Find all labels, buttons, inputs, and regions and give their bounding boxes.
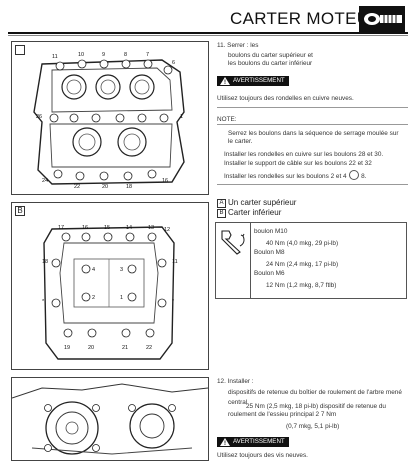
wrench-bolt-icon: [359, 6, 405, 32]
step-11-line-1: boulons du carter supérieur et: [228, 52, 313, 59]
install-line-1: Installer les rondelles en cuivre sur le…: [224, 151, 384, 158]
warning-triangle-icon: [220, 77, 230, 88]
svg-text:22: 22: [74, 184, 80, 190]
svg-text:14: 14: [126, 225, 132, 231]
step-12-line-4: roulement de l'essieu principal 2 7 Nm: [228, 411, 337, 418]
warning-label-2: AVERTISSEMENT: [233, 438, 285, 445]
figure-upper-crankcase: 11 10 9 8 7 6 26 1 24 22 20 18 16: [11, 41, 209, 195]
torque-wrench-icon: [221, 230, 245, 255]
svg-text:*: *: [42, 299, 45, 305]
torque-line-1: boulon M10: [254, 228, 288, 235]
svg-text:6: 6: [172, 60, 175, 66]
header-rule-thin: [8, 35, 408, 36]
step-11-title: 11. Serrer : les: [217, 42, 259, 49]
svg-text:15: 15: [104, 225, 110, 231]
svg-text:11: 11: [172, 259, 178, 265]
svg-text:16: 16: [162, 178, 168, 184]
figure-label-b: B: [15, 206, 25, 216]
torque-line-3: Boulon M8: [254, 249, 285, 256]
note-rule-bottom: [217, 184, 408, 185]
torque-line-6: 12 Nm (1,2 mkg, 8,7 ftlb): [266, 282, 337, 289]
step-12-line-3: 25 Nm (2,5 mkg, 18 pi-lb) dispositif de …: [246, 403, 386, 410]
step-12-line-1: dispositifs de retenue du boîtier de rou…: [228, 389, 402, 396]
note-rule-top: [217, 124, 408, 125]
torque-line-2: 40 Nm (4,0 mkg, 29 pi-lb): [266, 240, 339, 247]
install-line-3-text: Installer les rondelles sur les boulons …: [224, 173, 347, 180]
note-label: NOTE:: [217, 116, 237, 123]
svg-text:7: 7: [146, 52, 149, 58]
figure-label-a: [15, 45, 25, 55]
warning-2-text: Utilisez toujours des vis neuves.: [217, 452, 308, 459]
step-12-line-2: central: [228, 399, 248, 406]
legend-b-box: B: [217, 209, 226, 218]
svg-text:2: 2: [92, 295, 95, 301]
bearing-retainer-drawing: [12, 383, 208, 455]
figure-bearing-retainer: [11, 377, 209, 461]
svg-text:12: 12: [164, 227, 170, 233]
svg-text:18: 18: [126, 184, 132, 190]
svg-text:24: 24: [42, 178, 48, 184]
note-line-2: le carter.: [228, 138, 253, 145]
torque-spec-box: boulon M10 40 Nm (4,0 mkg, 29 pi-lb) Bou…: [215, 222, 407, 299]
legend-a-text: Un carter supérieur: [228, 198, 297, 207]
svg-text:10: 10: [78, 52, 84, 58]
section-rule: [217, 107, 408, 108]
torque-line-4: 24 Nm (2,4 mkg, 17 pi-lb): [266, 261, 339, 268]
svg-text:11: 11: [52, 54, 58, 60]
install-line-3: Installer les rondelles sur les boulons …: [224, 170, 366, 181]
note-line-1: Serrez les boulons dans la séquence de s…: [228, 130, 399, 137]
svg-text:26: 26: [36, 114, 42, 120]
torque-divider: [250, 223, 251, 298]
legend-b-text: Carter inférieur: [228, 208, 282, 217]
svg-text:18: 18: [42, 259, 48, 265]
svg-text:9: 9: [102, 52, 105, 58]
upper-crankcase-drawing: 11 10 9 8 7 6 26 1 24 22 20 18 16: [33, 52, 185, 190]
svg-text:20: 20: [102, 184, 108, 190]
warning-banner-1: AVERTISSEMENT: [217, 76, 289, 88]
warning-1-text: Utilisez toujours des rondelles en cuivr…: [217, 95, 354, 102]
svg-text:20: 20: [88, 345, 94, 351]
svg-text:17: 17: [58, 225, 64, 231]
step-12-title: 12. Installer :: [217, 378, 254, 385]
header-rule: [8, 32, 408, 34]
svg-text:*: *: [172, 299, 175, 305]
warning-label: AVERTISSEMENT: [233, 77, 285, 84]
install-line-2: Installer le support de câble sur les bo…: [224, 160, 372, 167]
svg-text:1: 1: [120, 295, 123, 301]
svg-text:21: 21: [122, 345, 128, 351]
install-line-3-tail: 8.: [361, 173, 367, 180]
svg-text:13: 13: [148, 225, 154, 231]
page-title: CARTER MOTEUR: [230, 9, 382, 28]
warning-triangle-icon-2: [220, 438, 230, 449]
step-11-line-2: les boulons du carter inférieur: [228, 60, 313, 67]
svg-text:8: 8: [124, 52, 127, 58]
svg-text:3: 3: [120, 267, 123, 273]
step-12-line-5: (0,7 mkg, 5,1 pi-lb): [286, 423, 340, 430]
legend-a-box: A: [217, 199, 226, 208]
svg-text:16: 16: [82, 225, 88, 231]
warning-banner-2: AVERTISSEMENT: [217, 437, 289, 449]
svg-text:4: 4: [92, 267, 95, 273]
svg-text:19: 19: [64, 345, 70, 351]
svg-text:22: 22: [146, 345, 152, 351]
torque-line-5: Boulon M6: [254, 270, 285, 277]
svg-text:1: 1: [180, 114, 183, 120]
circled-number-icon: [349, 170, 360, 180]
